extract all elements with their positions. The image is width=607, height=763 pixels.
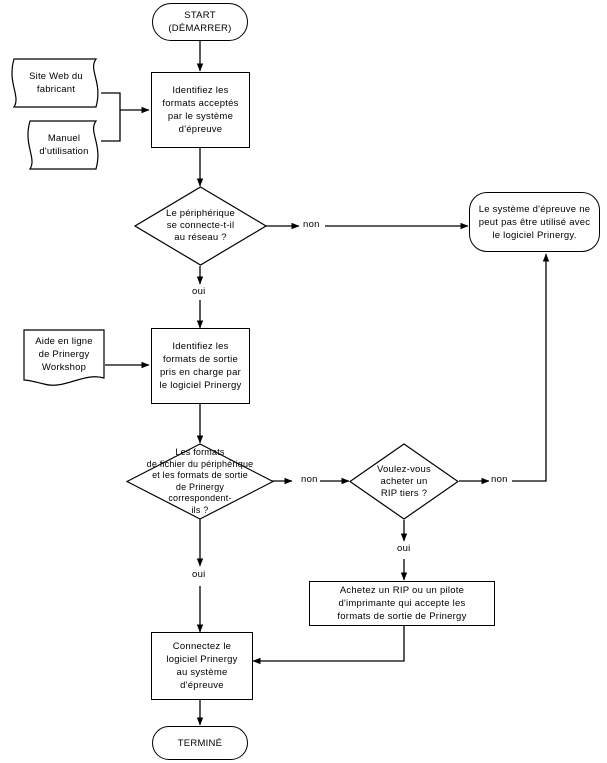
node-doc-manuel-label: Manuel d'utilisation [39, 133, 89, 157]
node-doc-aide-label: Aide en ligne de Prinergy Workshop [35, 335, 93, 373]
node-buy-rip-label: Achetez un RIP ou un pilote d'imprimante… [337, 585, 467, 622]
node-doc-manuel[interactable] [24, 118, 104, 172]
diamond-outline [134, 186, 267, 266]
node-identify-formats-label: Identifiez les formats acceptés par le s… [162, 85, 239, 135]
document-outline [27, 120, 99, 170]
node-decision-buy-rip[interactable] [349, 443, 459, 520]
edge-label-network-oui: oui [190, 286, 208, 297]
node-cannot-use[interactable]: Le système d'épreuve ne peut pas être ut… [469, 192, 600, 252]
document-outline [11, 58, 99, 108]
edge-label-formats-non: non [299, 474, 320, 485]
node-doc-site-web[interactable] [8, 56, 104, 110]
edge-buy-to-connect [252, 626, 405, 665]
node-decision-buy-rip-label: Voulez-vous acheter un RIP tiers ? [377, 463, 431, 499]
node-doc-site-web-label: Site Web du fabricant [29, 71, 83, 95]
node-start[interactable]: START (DÉMARRER) [152, 3, 248, 41]
edge-label-network-non: non [301, 219, 322, 230]
diamond-outline [349, 443, 459, 520]
node-end[interactable]: TERMINÉ [152, 726, 248, 760]
node-identify-output-formats-label: Identifiez les formats de sortie pris en… [159, 341, 242, 391]
node-decision-network-label: Le périphérique se connecte-t-il au rése… [165, 208, 236, 243]
edge-docs-bracket [101, 92, 121, 142]
node-connect-software-label: Connectez le logiciel Prinergy au systèm… [166, 641, 238, 691]
node-buy-rip[interactable]: Achetez un RIP ou un pilote d'imprimante… [309, 581, 495, 626]
edge-rip-non-b [512, 253, 550, 482]
node-decision-formats-match-label: Les formats de fichier du périphérique e… [146, 447, 254, 515]
node-decision-formats-match[interactable] [126, 443, 274, 520]
node-decision-network[interactable] [134, 186, 267, 266]
node-doc-aide[interactable] [22, 328, 106, 390]
edge-label-rip-oui: oui [395, 543, 413, 554]
document-outline [23, 329, 105, 386]
node-identify-formats[interactable]: Identifiez les formats acceptés par le s… [151, 72, 250, 148]
node-identify-output-formats[interactable]: Identifiez les formats de sortie pris en… [151, 328, 250, 404]
node-connect-software[interactable]: Connectez le logiciel Prinergy au systèm… [151, 632, 253, 700]
node-cannot-use-label: Le système d'épreuve ne peut pas être ut… [478, 203, 591, 241]
node-start-label: START (DÉMARRER) [168, 10, 232, 34]
edge-label-rip-non: non [489, 474, 510, 485]
diamond-outline [126, 443, 274, 520]
node-end-label: TERMINÉ [177, 737, 223, 749]
edge-label-formats-oui: oui [190, 569, 208, 580]
